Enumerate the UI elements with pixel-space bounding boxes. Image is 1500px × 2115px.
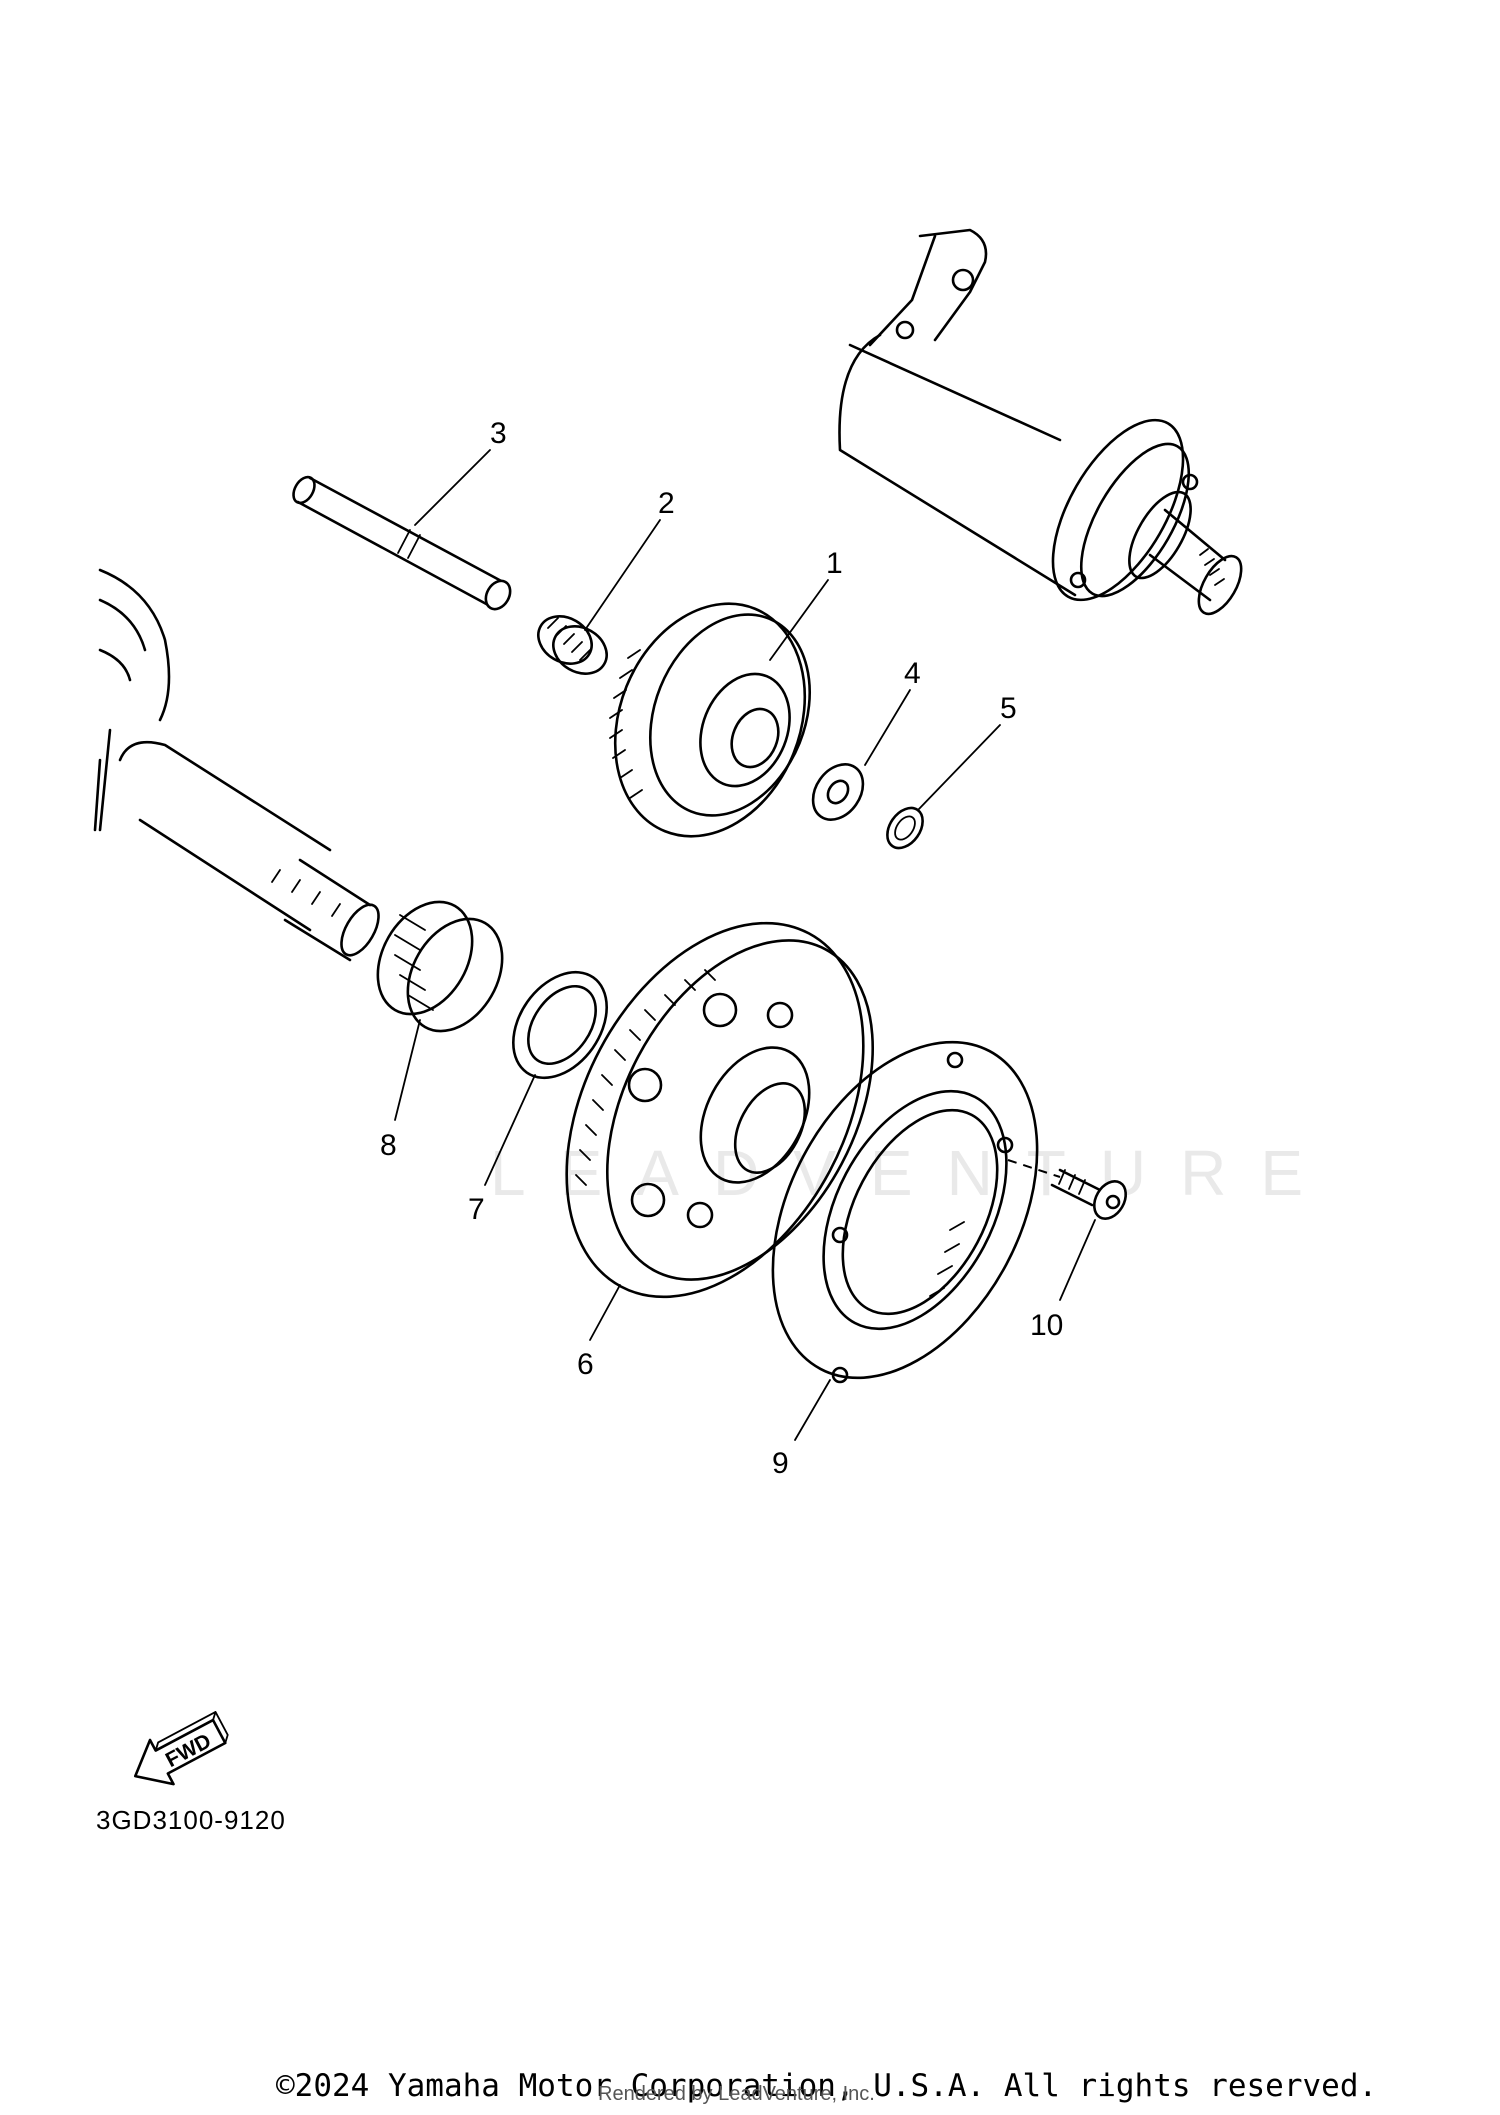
crankshaft <box>93 568 380 962</box>
part-7-washer <box>512 970 608 1080</box>
callout-3: 3 <box>490 417 507 450</box>
part-5-circlip <box>886 806 924 850</box>
copyright-text: ©2024 Yamaha Motor Corporation, U.S.A. A… <box>276 2068 1378 2104</box>
starter-motor <box>838 228 1243 616</box>
part-2-needle-bearing <box>537 615 608 675</box>
part-6-starter-wheel-gear <box>565 921 875 1299</box>
part-4-washer <box>811 763 865 821</box>
callout-1: 1 <box>826 547 843 580</box>
part-10-bolt <box>1050 1168 1128 1220</box>
diagram-code: 3GD3100-9120 <box>96 1805 286 1835</box>
leader-lines <box>394 449 1096 1441</box>
rendered-by-text: Rendered by LeadVenture, Inc. <box>598 2083 875 2105</box>
callout-4: 4 <box>904 657 921 690</box>
watermark-text: LEADVENTURE <box>490 1137 1337 1209</box>
callout-6: 6 <box>577 1348 594 1381</box>
part-9-starter-clutch <box>771 1040 1039 1384</box>
fwd-arrow-icon: FWD <box>133 1711 229 1786</box>
part-1-idler-gear <box>609 602 812 838</box>
callout-9: 9 <box>772 1447 789 1480</box>
callout-7: 7 <box>468 1193 485 1226</box>
callout-10: 10 <box>1030 1309 1063 1342</box>
callout-5: 5 <box>1000 692 1017 725</box>
part-8-needle-bearing <box>376 900 504 1033</box>
callout-8: 8 <box>380 1129 397 1162</box>
callout-2: 2 <box>658 487 675 520</box>
callouts: 1 2 3 4 5 6 7 8 9 10 <box>380 417 1063 1480</box>
part-3-shaft <box>292 475 512 611</box>
